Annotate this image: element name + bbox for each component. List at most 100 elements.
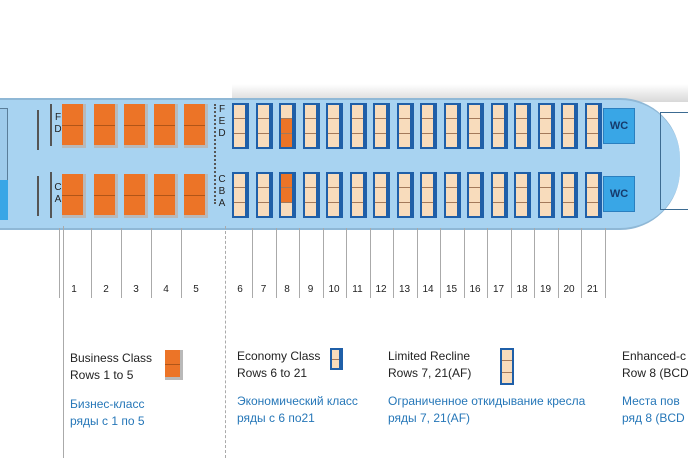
seat-6A[interactable] (234, 203, 245, 216)
economy-seat-block[interactable] (279, 172, 296, 218)
seat-13B[interactable] (398, 188, 410, 203)
seat-9C[interactable] (304, 174, 316, 189)
seat-8F[interactable] (281, 105, 292, 120)
business-seat-pair[interactable] (154, 104, 178, 148)
seat-14C[interactable] (422, 174, 433, 189)
seat-13A[interactable] (399, 203, 410, 216)
seat-21F[interactable] (586, 105, 598, 120)
seat-20C[interactable] (563, 174, 574, 189)
seat-19C[interactable] (539, 174, 551, 189)
economy-seat-block[interactable] (373, 103, 390, 149)
seat-20A[interactable] (563, 203, 574, 216)
seat-17F[interactable] (492, 105, 504, 120)
economy-seat-block[interactable] (396, 103, 414, 149)
seat-20B[interactable] (563, 188, 574, 203)
economy-seat-block[interactable] (420, 103, 437, 149)
seat-7E[interactable] (257, 119, 269, 134)
seat-15F[interactable] (445, 105, 457, 120)
economy-seat-block[interactable] (302, 103, 320, 149)
business-seat-pair[interactable] (62, 104, 86, 148)
business-seat-pair[interactable] (184, 174, 208, 218)
seat-7C[interactable] (257, 174, 269, 189)
economy-seat-block[interactable] (514, 172, 531, 218)
seat-10A[interactable] (328, 203, 339, 216)
economy-seat-block[interactable] (467, 103, 484, 149)
economy-seat-block[interactable] (373, 172, 390, 218)
seat-18D[interactable] (516, 134, 527, 147)
seat-21E[interactable] (586, 119, 598, 134)
seat-14E[interactable] (422, 119, 433, 134)
seat-6E[interactable] (234, 119, 245, 134)
economy-seat-block[interactable] (326, 172, 343, 218)
seat-15A[interactable] (446, 203, 457, 216)
seat-19A[interactable] (540, 203, 551, 216)
seat-12B[interactable] (375, 188, 386, 203)
economy-seat-block[interactable] (490, 172, 508, 218)
seat-9D[interactable] (305, 134, 316, 147)
economy-seat-block[interactable] (396, 172, 414, 218)
seat-16F[interactable] (469, 105, 480, 120)
seat-19F[interactable] (539, 105, 551, 120)
economy-seat-block[interactable] (584, 103, 602, 149)
seat-11C[interactable] (351, 174, 363, 189)
economy-seat-block[interactable] (490, 103, 508, 149)
seat-10E[interactable] (328, 119, 339, 134)
seat-17E[interactable] (492, 119, 504, 134)
seat-8C[interactable] (281, 174, 292, 189)
seat-13F[interactable] (398, 105, 410, 120)
seat-7B[interactable] (257, 188, 269, 203)
economy-seat-block[interactable] (349, 103, 367, 149)
economy-seat-block[interactable] (302, 172, 320, 218)
seat-16E[interactable] (469, 119, 480, 134)
economy-seat-block[interactable] (326, 103, 343, 149)
seat-8E[interactable] (281, 119, 292, 134)
seat-17C[interactable] (492, 174, 504, 189)
seat-14A[interactable] (422, 203, 433, 216)
business-seat-pair[interactable] (94, 104, 118, 148)
seat-13C[interactable] (398, 174, 410, 189)
seat-9F[interactable] (304, 105, 316, 120)
seat-8D[interactable] (281, 133, 292, 147)
seat-13D[interactable] (399, 134, 410, 147)
seat-14B[interactable] (422, 188, 433, 203)
seat-9B[interactable] (304, 188, 316, 203)
seat-18A[interactable] (516, 203, 527, 216)
economy-seat-block[interactable] (349, 172, 367, 218)
seat-11B[interactable] (351, 188, 363, 203)
seat-8A[interactable] (281, 203, 292, 216)
seat-18F[interactable] (516, 105, 527, 120)
business-seat-pair[interactable] (124, 104, 148, 148)
seat-12D[interactable] (375, 134, 386, 147)
seat-17B[interactable] (492, 188, 504, 203)
economy-seat-block[interactable] (443, 172, 461, 218)
economy-seat-block[interactable] (584, 172, 602, 218)
seat-8B[interactable] (281, 188, 292, 203)
seat-21A[interactable] (587, 203, 598, 216)
seat-15B[interactable] (445, 188, 457, 203)
economy-seat-block[interactable] (279, 103, 296, 149)
economy-seat-block[interactable] (537, 103, 555, 149)
economy-seat-block[interactable] (537, 172, 555, 218)
economy-seat-block[interactable] (420, 172, 437, 218)
seat-11E[interactable] (351, 119, 363, 134)
seat-11D[interactable] (352, 134, 363, 147)
economy-seat-block[interactable] (443, 103, 461, 149)
seat-10D[interactable] (328, 134, 339, 147)
seat-16C[interactable] (469, 174, 480, 189)
seat-18C[interactable] (516, 174, 527, 189)
seat-6F[interactable] (234, 105, 245, 120)
seat-9A[interactable] (305, 203, 316, 216)
business-seat-pair[interactable] (184, 104, 208, 148)
seat-7D[interactable] (258, 134, 269, 147)
seat-19E[interactable] (539, 119, 551, 134)
economy-seat-block[interactable] (561, 103, 578, 149)
business-seat-pair[interactable] (62, 174, 86, 218)
seat-17D[interactable] (493, 134, 504, 147)
seat-20D[interactable] (563, 134, 574, 147)
seat-11F[interactable] (351, 105, 363, 120)
seat-21B[interactable] (586, 188, 598, 203)
seat-19D[interactable] (540, 134, 551, 147)
seat-9E[interactable] (304, 119, 316, 134)
seat-12E[interactable] (375, 119, 386, 134)
seat-14D[interactable] (422, 134, 433, 147)
